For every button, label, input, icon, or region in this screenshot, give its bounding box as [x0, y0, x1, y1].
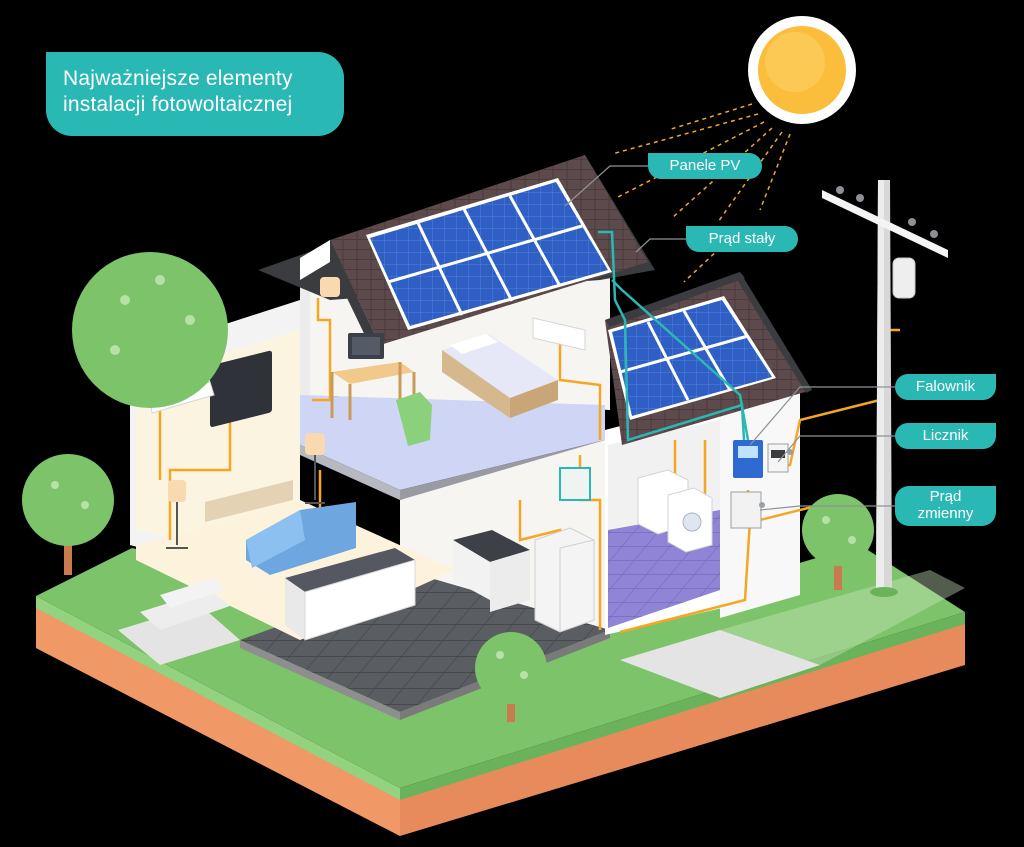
label-alternating-current: Prąd zmienny	[895, 486, 996, 526]
label-direct-current: Prąd stały	[686, 226, 798, 252]
callout-leaders	[564, 165, 895, 511]
title-line-2: instalacji fotowoltaicznej	[63, 93, 293, 116]
title-line-1: Najważniejsze elementy	[63, 67, 293, 90]
laundry	[637, 469, 713, 553]
pv-array-main	[366, 178, 612, 330]
kitchen	[285, 467, 595, 641]
label-ac-line-1: Prąd	[929, 488, 962, 505]
sun-icon	[748, 16, 856, 124]
label-inverter: Falownik	[895, 374, 996, 400]
label-ac-line-2: zmienny	[917, 505, 974, 522]
label-meter: Licznik	[895, 423, 996, 449]
trees	[22, 252, 874, 722]
bedroom	[320, 277, 586, 446]
diagram-title: Najważniejsze elementy instalacji fotowo…	[46, 52, 344, 136]
label-pv-panels: Panele PV	[648, 153, 762, 179]
living-room	[149, 350, 356, 575]
dc-wires	[598, 230, 750, 442]
utility-pole	[822, 180, 948, 597]
inverter-and-meter	[730, 440, 793, 529]
